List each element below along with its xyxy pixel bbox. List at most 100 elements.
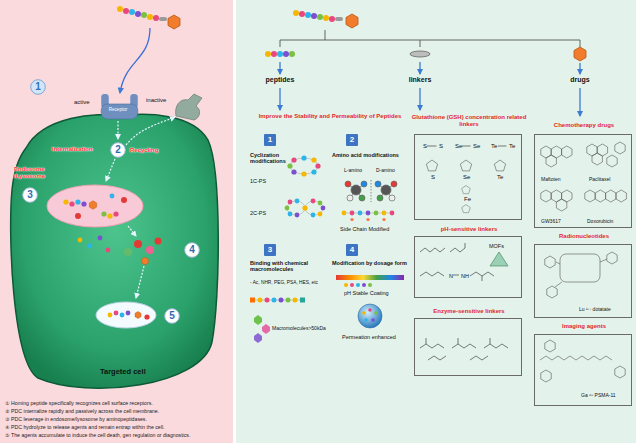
drug-structure xyxy=(562,146,572,158)
drug-structure xyxy=(545,340,555,352)
flow-arrow xyxy=(579,88,580,116)
conjugated-peptide xyxy=(286,298,291,303)
method-panel: 1Cyclization modifications1C-PS2C-PS xyxy=(248,132,328,240)
step-circle xyxy=(31,80,46,95)
tree-line xyxy=(280,30,580,47)
cell-shape xyxy=(146,246,154,254)
cell-shape xyxy=(47,185,143,227)
pdc-icon xyxy=(147,14,153,20)
component-icon xyxy=(283,51,289,57)
tree-line xyxy=(280,30,580,47)
component-icon xyxy=(265,47,586,61)
amino-acid-model xyxy=(375,181,381,187)
pdc-icon xyxy=(293,10,358,28)
cyclic-peptide xyxy=(311,157,316,162)
drug-structure xyxy=(540,142,626,382)
pdc-icon xyxy=(141,12,147,18)
cell-shape xyxy=(176,94,202,120)
pdc-icon xyxy=(168,15,180,29)
cell-shape xyxy=(155,238,162,245)
step-circle: 2 xyxy=(110,142,126,158)
cyclic-peptide xyxy=(295,199,300,204)
step-circle: 1 xyxy=(30,79,46,95)
binding-path xyxy=(120,28,150,93)
gsh-structure xyxy=(462,205,471,213)
section-heading: Improve the Stability and Permeability o… xyxy=(250,113,410,120)
flow-arrow xyxy=(419,88,420,110)
gsh-structure xyxy=(460,160,471,171)
panel-background xyxy=(236,0,636,443)
note-line: ⑤ The agents accumulate to induce the ce… xyxy=(5,433,190,439)
gsh-structure xyxy=(426,146,506,213)
box-heading: Enzyme-sensitive linkers xyxy=(415,308,523,315)
amino-acid-model xyxy=(390,211,395,216)
cell-shape xyxy=(117,121,118,139)
step-label: Recycling xyxy=(130,147,158,154)
amino-acid-model xyxy=(371,180,372,202)
cyclic-peptide xyxy=(302,205,307,210)
cyclic-peptide xyxy=(288,200,293,205)
drug-structure xyxy=(607,252,617,264)
cell-shape xyxy=(114,311,119,316)
cell-shape xyxy=(98,236,103,241)
dosage-form xyxy=(364,318,368,322)
cell-shape xyxy=(89,201,96,209)
drug-name: Paclitaxel xyxy=(589,177,610,183)
callout-number: 2 xyxy=(110,142,126,158)
callout-number: 1 xyxy=(30,79,46,95)
cell-shape xyxy=(126,117,175,145)
drug-name: Doxorubicin xyxy=(587,219,613,225)
cell-shape xyxy=(144,314,149,319)
cyclic-peptide xyxy=(301,171,306,176)
amino-acid-model xyxy=(342,211,347,216)
drug-structure xyxy=(546,155,556,167)
drug-structure xyxy=(615,366,625,378)
cell-shape xyxy=(63,199,68,204)
cell-shape xyxy=(128,226,136,236)
drug-structure xyxy=(615,142,625,154)
gsh-structure xyxy=(494,160,505,171)
conjugated-peptide xyxy=(250,298,255,303)
amino-acid-model xyxy=(350,218,353,221)
callout-number: 2 xyxy=(346,134,358,146)
part-label: MOFs xyxy=(489,243,504,249)
box-heading: Chemotherapy drugs xyxy=(535,122,633,129)
part-label: 1C-PS xyxy=(250,178,266,184)
step-circle: 5 xyxy=(164,308,180,324)
pdc-icon xyxy=(317,14,323,20)
amino-acid-model xyxy=(351,185,361,195)
branch-label: drugs xyxy=(556,76,604,84)
pdc-icon xyxy=(123,8,129,14)
step-circle: 4 xyxy=(184,242,200,258)
drug-structure xyxy=(541,190,551,202)
linker-box: pH-sensitive linkersNNHMOFs xyxy=(414,236,522,298)
ph-structure xyxy=(420,243,508,281)
amino-acid-model xyxy=(345,181,351,187)
pdc-icon xyxy=(346,14,358,28)
flow-arrow xyxy=(419,62,420,74)
cell-shape xyxy=(120,313,125,318)
drug-name: Maftoten xyxy=(541,177,560,183)
method-panel: 4Modification by dosage formpH Stable Co… xyxy=(330,242,411,347)
drug-box: RadionucleotidesLu ¹⁷⁷ dotatate xyxy=(534,244,632,318)
component-icon xyxy=(410,51,430,57)
receptor-shape: Receptor xyxy=(98,94,141,120)
pdc-icon xyxy=(159,17,167,21)
pdc-icon xyxy=(335,17,343,21)
conjugated-peptide xyxy=(293,298,298,303)
dosage-form xyxy=(362,283,366,287)
conjugated-peptide xyxy=(300,298,305,303)
cell-label: Targeted cell xyxy=(100,368,146,377)
cell-shape xyxy=(106,159,115,181)
ph-structure xyxy=(490,252,508,266)
note-line: ② PDC internalize rapidly and passively … xyxy=(5,409,159,415)
part-label: pH Stable Coating xyxy=(344,290,389,296)
state-label: active xyxy=(74,99,90,106)
part-label: Macromolecules>50kDa xyxy=(272,326,326,332)
component-icon xyxy=(289,51,295,57)
cell-shape xyxy=(110,194,115,199)
callout-number: 3 xyxy=(22,187,38,203)
dosage-form xyxy=(371,318,375,322)
cell-shape xyxy=(136,266,144,298)
